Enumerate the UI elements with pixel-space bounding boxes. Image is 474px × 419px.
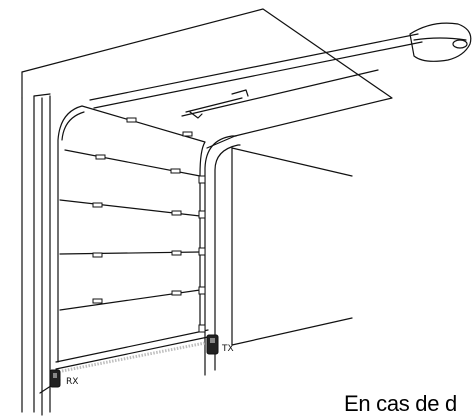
door-roller [198,175,206,184]
opener-rail-lower [181,69,379,117]
door-roller [198,247,206,256]
rx-photocell-lens [53,373,57,378]
opener-rail-top [89,33,419,101]
door-handle [92,252,103,258]
rx-label: RX [66,377,78,387]
door-inner-curve [61,111,85,141]
door-handle [171,290,182,296]
door-handle [95,154,106,160]
opener-arm-link [189,111,203,119]
opener-rail-bottom [93,41,423,109]
sensor-beam [61,341,206,373]
motor-housing [409,22,472,62]
door-roller [198,286,206,295]
door-handle [171,250,182,256]
door-handle [171,210,182,216]
right-frame-inner [214,144,241,371]
right-wall-line-bottom [231,317,353,346]
caption-text: En cas de d [344,391,457,416]
door-handle [92,298,103,304]
door-roller [198,324,206,333]
tx-photocell-lens [210,338,215,343]
tx-photocell-body [206,334,219,355]
door-handle [92,202,103,208]
door-handle [170,168,181,174]
rx-photocell [49,369,61,388]
right-wall-line-top [231,147,353,177]
rx-photocell-body [49,369,61,388]
motor-lamp [452,39,468,49]
tx-label: TX [221,344,234,354]
right-frame-outer [204,135,237,376]
door-roller [198,210,206,219]
door-rollers [198,175,206,333]
door-outline [57,105,206,363]
door-bottom-edge [55,329,209,370]
door-handle [126,117,137,123]
opener-arm [185,97,243,113]
left-wall [21,95,51,416]
opener-arm-bracket [231,89,249,97]
motor-housing-seam [413,37,467,41]
ceiling-outline [21,8,393,149]
left-wall-top [33,93,51,97]
tx-photocell [206,334,219,355]
door-handle [182,131,193,137]
door-handles [92,117,193,304]
